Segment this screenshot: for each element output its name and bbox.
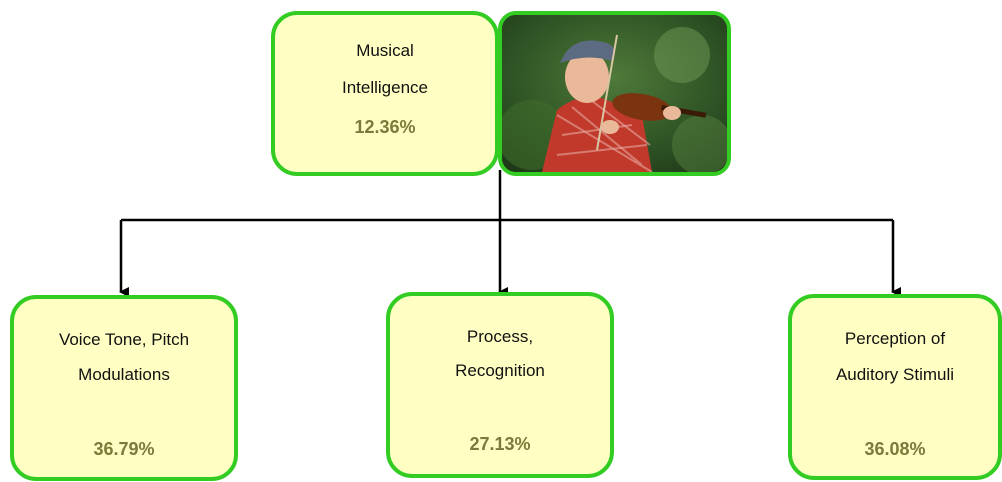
child3-label-line1: Perception of [844,329,946,348]
child2-label-line1: Process, [466,327,534,346]
child2-percent: 27.13% [469,434,531,454]
child3-label-line2: Auditory Stimuli [835,365,955,384]
child2-label-line2: Recognition [455,361,545,380]
child-node-process-recognition: Process, Recognition 27.13% [386,292,614,478]
child1-label-line2: Modulations [78,365,170,384]
root-label-line1: Musical [356,41,414,60]
child1-percent: 36.79% [93,439,155,459]
child-node-voice-tone: Voice Tone, Pitch Modulations 36.79% [10,295,238,481]
violin-player-photo [498,11,731,176]
child-node-auditory-stimuli: Perception of Auditory Stimuli 36.08% [788,294,1002,480]
child-playing-violin-photo [502,15,727,172]
child1-label-line1: Voice Tone, Pitch [58,330,190,349]
root-node-musical-intelligence: Musical Intelligence 12.36% [271,11,499,176]
root-label-line2: Intelligence [341,78,428,97]
root-percent: 12.36% [354,117,416,137]
child3-percent: 36.08% [864,439,926,459]
